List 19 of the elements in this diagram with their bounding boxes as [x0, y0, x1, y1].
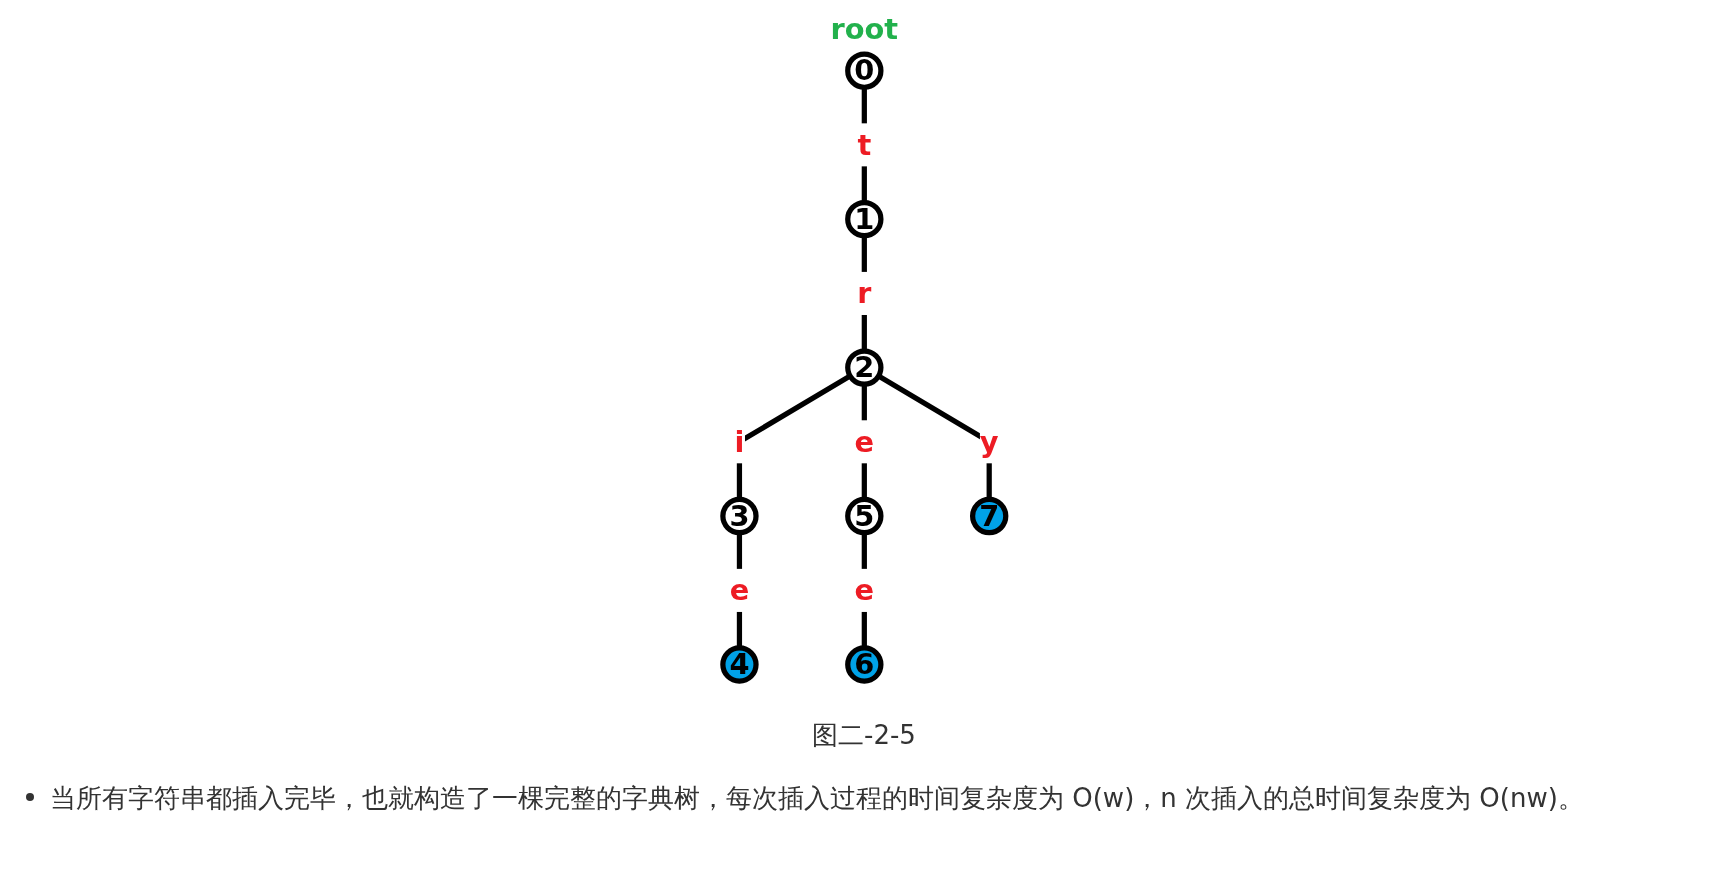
edge-label: t: [857, 128, 871, 162]
figure-caption: 图二-2-5: [812, 720, 916, 750]
trie-diagram: t r i e y e e 0 1 2 3 5 7 4 6 root: [714, 4, 1014, 694]
edge-label: e: [729, 573, 749, 607]
node-circle: [844, 199, 884, 239]
node-circle: [844, 348, 884, 387]
node-circle: [844, 496, 884, 536]
node-circle: [719, 645, 759, 684]
node-circle: [844, 51, 884, 90]
edge-label: e: [854, 425, 874, 459]
edge-label: i: [734, 425, 745, 459]
node-annotation: root: [830, 11, 898, 46]
paragraph-text: 当所有字符串都插入完毕，也就构造了一棵完整的字典树，每次插入过程的时间复杂度为 O(w)，n 次插入的总时间复杂度为 O(nw)。: [50, 782, 1585, 815]
edge-label: y: [979, 425, 999, 459]
node-circle: [969, 496, 1009, 536]
node-circle: [844, 645, 884, 684]
edge-label: r: [856, 276, 872, 310]
node-circle: [719, 496, 759, 536]
edge-label: e: [854, 573, 874, 607]
